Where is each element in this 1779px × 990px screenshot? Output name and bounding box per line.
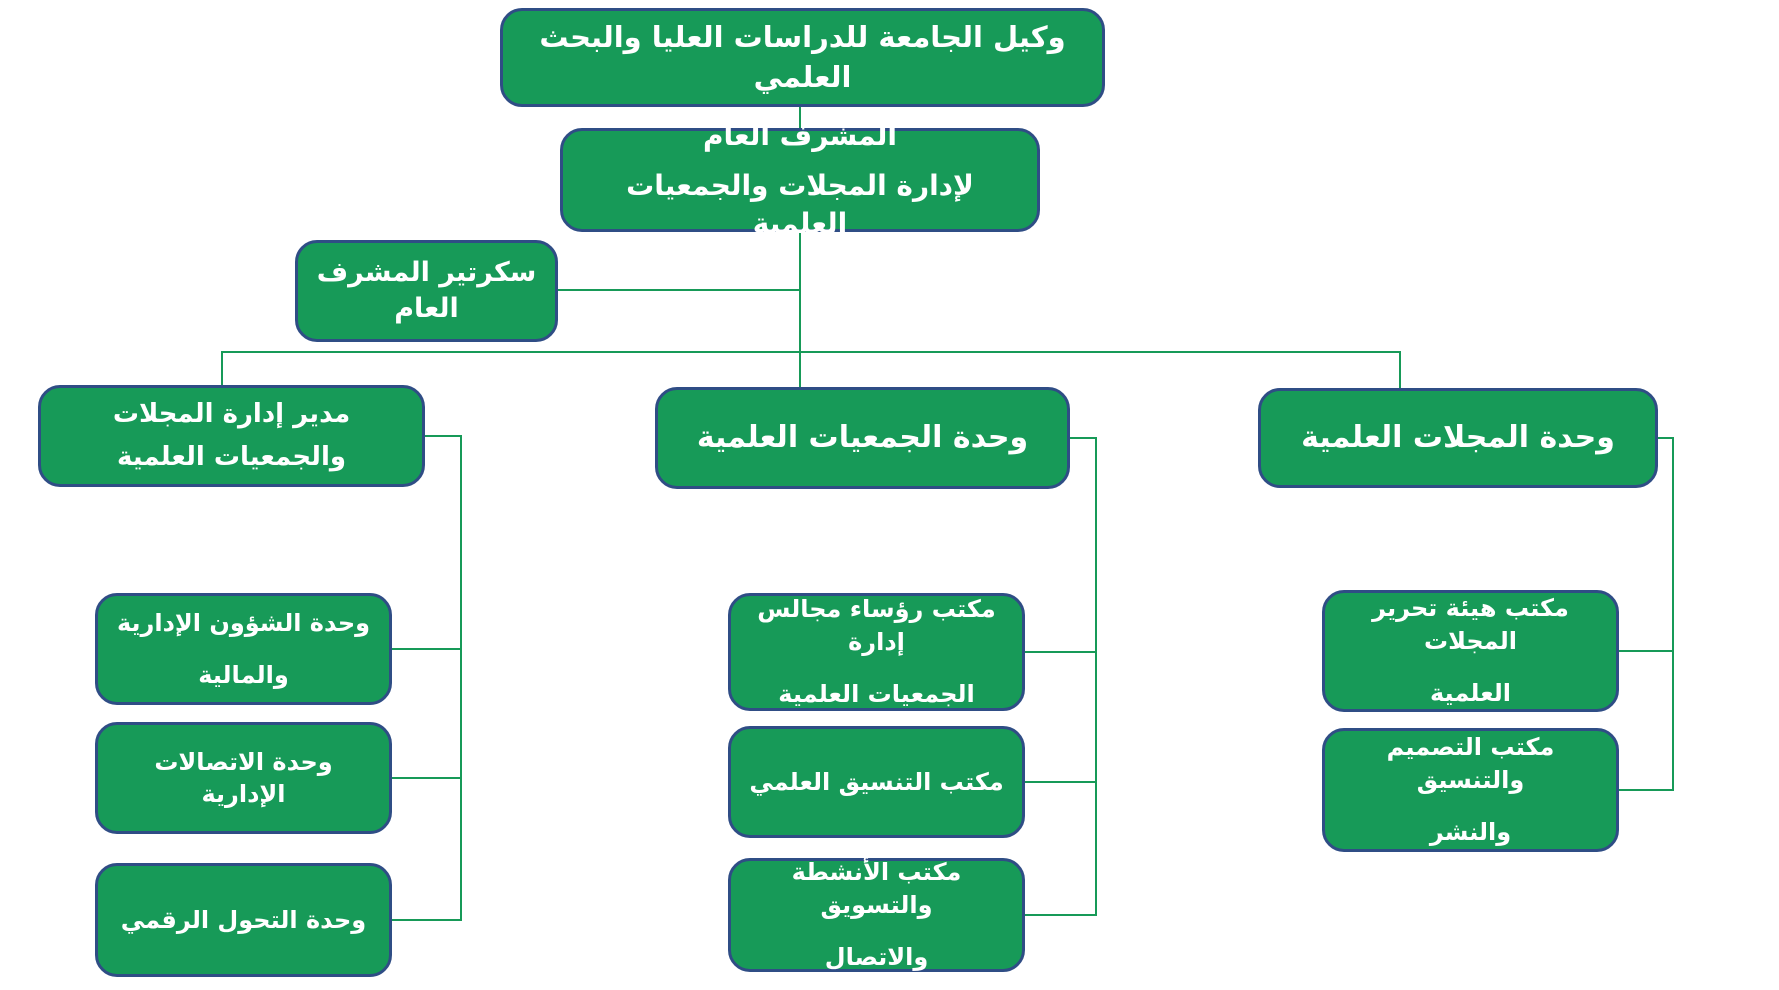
node-label: لإدارة المجلات والجمعيات العلمية	[626, 169, 974, 240]
connector-journals-bus	[1672, 437, 1674, 791]
connector-stub-coordination	[1025, 781, 1097, 783]
connector-stub-activities	[1025, 914, 1097, 916]
connector-societies-bus	[1095, 437, 1097, 916]
node-activities-marketing-communication-office: مكتب الأنشطة والتسويق والاتصال	[728, 858, 1025, 972]
node-label: سكرتير المشرف العام	[316, 256, 537, 324]
node-label: مكتب التنسيق العلمي	[749, 767, 1004, 796]
connector-branch-bar	[221, 351, 1401, 353]
node-label: مكتب رؤساء مجالس إدارة	[757, 595, 996, 656]
connector-drop-left-branch	[221, 351, 223, 387]
node-label: والنشر	[1429, 818, 1512, 847]
node-digital-transformation-unit: وحدة التحول الرقمي	[95, 863, 392, 977]
connector-secretary	[558, 289, 800, 291]
connector-journals-stub	[1658, 437, 1674, 439]
connector-societies-stub	[1070, 437, 1097, 439]
node-label: مدير إدارة المجلات	[112, 398, 351, 429]
node-label: وحدة الشؤون الإدارية	[116, 608, 371, 637]
node-label: العلمية	[1429, 679, 1512, 708]
connector-root-supervisor	[799, 107, 801, 128]
node-label: والاتصال	[824, 943, 929, 972]
connector-director-stub	[425, 435, 462, 437]
node-label: وحدة التحول الرقمي	[120, 905, 367, 934]
node-label: والجمعيات العلمية	[117, 442, 347, 472]
connector-stub-editorial	[1619, 650, 1674, 652]
connector-stub-design	[1619, 789, 1674, 791]
node-label: المشرف العام	[702, 119, 898, 153]
node-label: وحدة الاتصالات الإدارية	[154, 747, 333, 808]
node-vice-rector: وكيل الجامعة للدراسات العليا والبحث العل…	[500, 8, 1105, 107]
connector-supervisor-branch-bar	[799, 232, 801, 389]
node-admin-financial-affairs-unit: وحدة الشؤون الإدارية والمالية	[95, 593, 392, 705]
node-societies-boards-chairs-office: مكتب رؤساء مجالس إدارة الجمعيات العلمية	[728, 593, 1025, 711]
connector-director-bus	[460, 435, 462, 921]
connector-stub-admin-financial	[392, 648, 462, 650]
node-director-journals-societies: مدير إدارة المجلات والجمعيات العلمية	[38, 385, 425, 487]
connector-stub-boards-chairs	[1025, 651, 1097, 653]
node-label: وحدة المجلات العلمية	[1301, 419, 1615, 455]
node-journals-editorial-board-office: مكتب هيئة تحرير المجلات العلمية	[1322, 590, 1619, 712]
node-label: وكيل الجامعة للدراسات العليا والبحث العل…	[539, 20, 1066, 94]
node-label: وحدة الجمعيات العلمية	[696, 419, 1029, 455]
node-scientific-journals-unit: وحدة المجلات العلمية	[1258, 388, 1658, 488]
node-label: الجمعيات العلمية	[778, 680, 975, 709]
node-general-supervisor: المشرف العام لإدارة المجلات والجمعيات ال…	[560, 119, 1040, 240]
connector-drop-right-branch	[1399, 351, 1401, 390]
node-label: مكتب هيئة تحرير المجلات	[1372, 594, 1569, 655]
node-admin-communications-unit: وحدة الاتصالات الإدارية	[95, 722, 392, 834]
node-design-layout-publishing-office: مكتب التصميم والتنسيق والنشر	[1322, 728, 1619, 852]
node-secretary: سكرتير المشرف العام	[295, 240, 558, 342]
node-label: مكتب التصميم والتنسيق	[1386, 733, 1555, 794]
node-scientific-coordination-office: مكتب التنسيق العلمي	[728, 726, 1025, 838]
node-label: مكتب الأنشطة والتسويق	[791, 858, 962, 919]
node-label: والمالية	[198, 661, 289, 689]
node-scientific-societies-unit: وحدة الجمعيات العلمية	[655, 387, 1070, 489]
connector-stub-admin-comms	[392, 777, 462, 779]
connector-stub-digital	[392, 919, 462, 921]
